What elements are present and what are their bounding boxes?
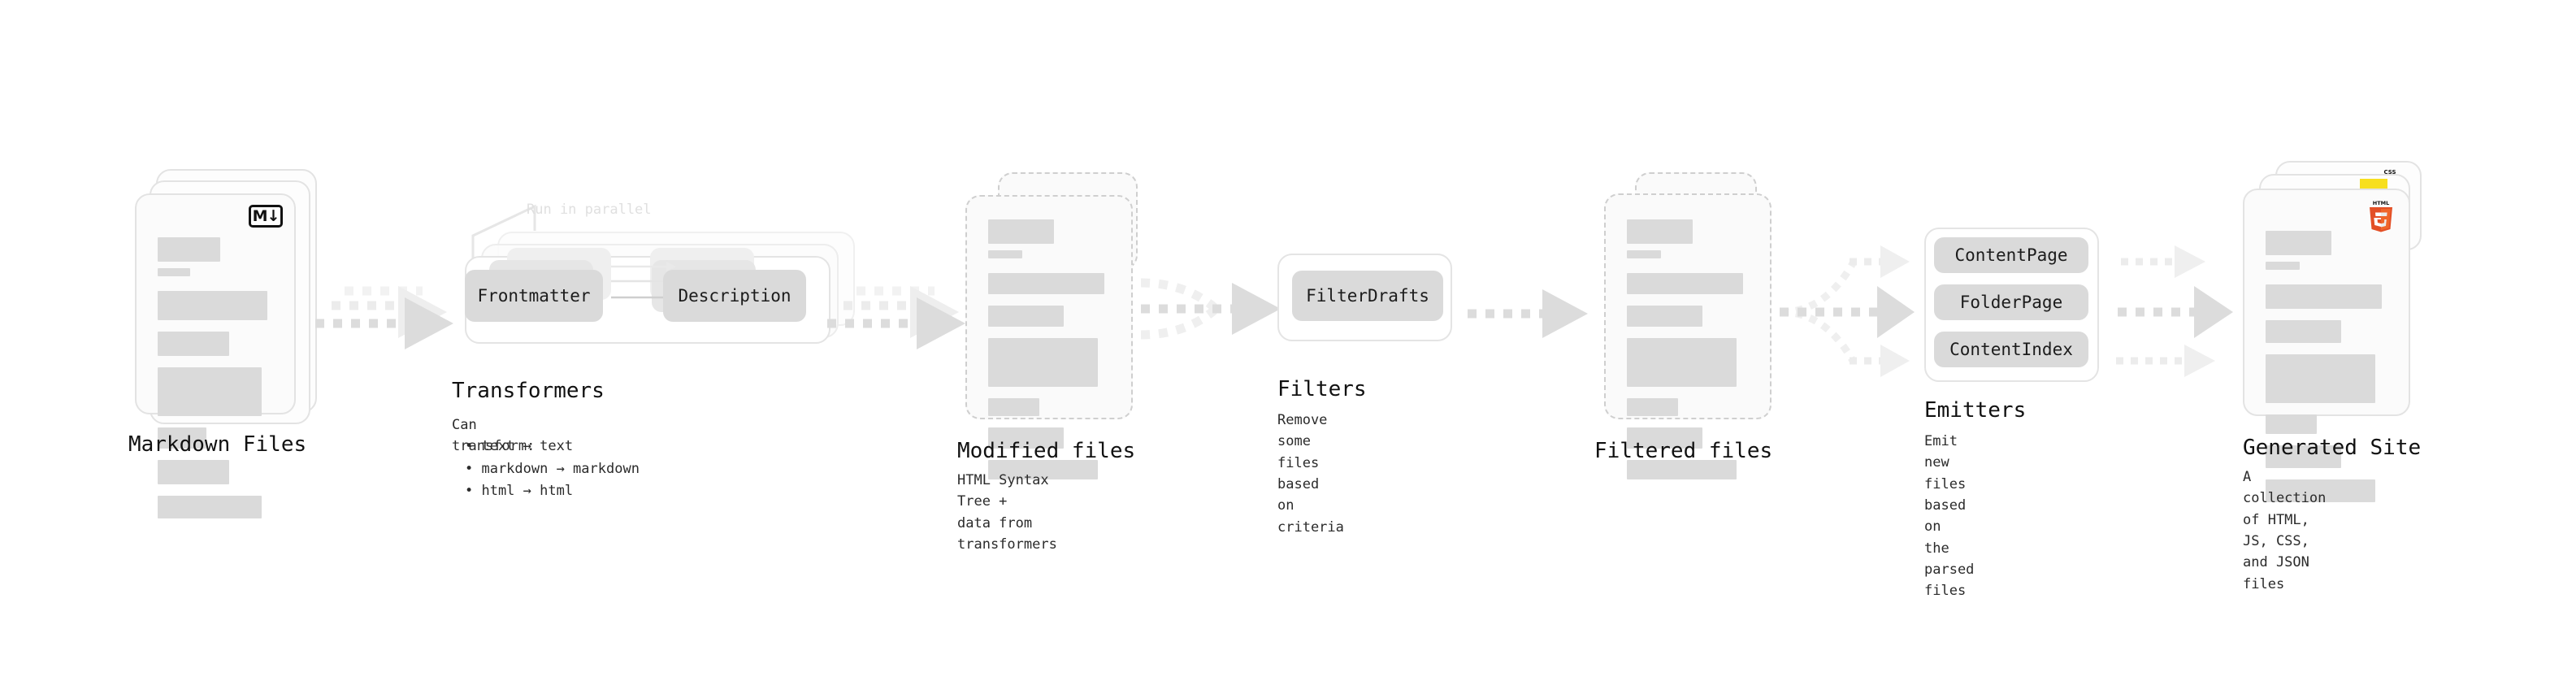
connector-modified-to-filters (1140, 278, 1281, 340)
stage-title-generated-site: Generated Site (2243, 436, 2422, 460)
placeholder-bar (158, 268, 190, 276)
placeholder-bar (158, 496, 262, 518)
transformer-bullet-list: • text → text • markdown → markdown • ht… (465, 436, 640, 503)
placeholder-bar (988, 427, 1064, 449)
placeholder-bar (2266, 231, 2331, 255)
doc-content-placeholder (1627, 219, 1749, 491)
markdown-icon-label: M↓ (252, 206, 280, 225)
placeholder-bar (1627, 273, 1743, 294)
list-item: • markdown → markdown (465, 460, 640, 477)
emitter-chip-folderpage[interactable]: FolderPage (1934, 284, 2088, 320)
placeholder-bar (988, 219, 1054, 244)
placeholder-bar (2266, 479, 2375, 502)
placeholder-bar (158, 237, 220, 262)
svg-text:HTML: HTML (2373, 200, 2389, 206)
placeholder-bar (988, 460, 1098, 479)
list-item: • html → html (465, 483, 574, 500)
emitter-chip-label: ContentIndex (1949, 340, 2073, 359)
placeholder-bar (1627, 338, 1737, 387)
connector-markdown-to-transformers (315, 286, 453, 349)
placeholder-bar (158, 291, 267, 320)
stage-title-filters: Filters (1277, 377, 1367, 401)
transformer-chip-frontmatter[interactable]: Frontmatter (465, 270, 603, 322)
stage-subtitle-filters: Remove some files based on criteria (1277, 412, 1344, 536)
placeholder-bar (158, 367, 262, 416)
placeholder-bar (988, 398, 1039, 416)
placeholder-bar (988, 250, 1022, 258)
markdown-icon: M↓ (249, 205, 283, 228)
doc-card-front (965, 195, 1133, 479)
doc-content-placeholder (2266, 231, 2387, 514)
placeholder-bar (2266, 445, 2341, 468)
emitter-chip-label: FolderPage (1959, 293, 2063, 312)
filter-chip-label: FilterDrafts (1306, 286, 1429, 306)
placeholder-bar (988, 338, 1098, 387)
stage-subtitle-transformers: Can transform: (452, 417, 536, 455)
placeholder-bar (2266, 284, 2382, 309)
svg-text:CSS: CSS (2383, 169, 2396, 176)
transformer-chip-label: Frontmatter (477, 286, 591, 306)
placeholder-bar (988, 273, 1104, 294)
connector-filtered-to-emitters (1780, 245, 1915, 377)
placeholder-bar (2266, 320, 2341, 343)
filter-chip-filterdrafts[interactable]: FilterDrafts (1292, 271, 1443, 321)
placeholder-bar (158, 332, 230, 356)
transformer-chip-label: Description (678, 286, 791, 306)
placeholder-bar (1627, 250, 1661, 258)
doc-content-placeholder (988, 219, 1110, 491)
stage-title-markdown-files: Markdown Files (128, 432, 307, 457)
connector-emitters-to-site (2116, 245, 2233, 377)
placeholder-bar (1627, 427, 1702, 449)
stage-subtitle-generated-site: A collection of HTML, JS, CSS, and JSON … (2243, 469, 2327, 592)
placeholder-bar (1627, 306, 1702, 327)
emitter-chip-contentpage[interactable]: ContentPage (1934, 237, 2088, 273)
doc-card-front: HTML (2243, 189, 2410, 502)
placeholder-bar (2266, 414, 2317, 434)
html5-icon: HTML (2366, 198, 2396, 232)
stage-subtitle-modified-files: HTML Syntax Tree + data from transformer… (957, 472, 1057, 553)
placeholder-bar (2266, 354, 2375, 403)
stage-title-emitters: Emitters (1924, 398, 2027, 423)
doc-content-placeholder (158, 237, 273, 530)
connector-transformers-to-modified (827, 286, 965, 349)
placeholder-bar (158, 460, 230, 484)
placeholder-bar (1627, 219, 1693, 244)
stage-subtitle-emitters: Emit new files based on the parsed files (1924, 433, 1975, 600)
placeholder-bar (1627, 398, 1678, 416)
list-item: • text → text (465, 438, 574, 454)
placeholder-bar (2266, 262, 2300, 270)
doc-card-front: M↓ (135, 193, 296, 518)
run-in-parallel-label: Run in parallel (527, 202, 652, 218)
stage-title-filtered-files: Filtered files (1594, 439, 1773, 463)
connector-filters-to-filtered (1468, 289, 1588, 338)
stage-title-modified-files: Modified files (957, 439, 1136, 463)
run-in-parallel-bracket (471, 204, 536, 260)
transformer-chip-description[interactable]: Description (663, 270, 806, 322)
stage-title-transformers: Transformers (452, 379, 605, 403)
emitter-chip-contentindex[interactable]: ContentIndex (1934, 332, 2088, 367)
placeholder-bar (988, 306, 1064, 327)
placeholder-bar (1627, 460, 1737, 479)
placeholder-bar (158, 427, 206, 449)
doc-card-front (1604, 193, 1772, 479)
emitter-chip-label: ContentPage (1954, 245, 2068, 265)
